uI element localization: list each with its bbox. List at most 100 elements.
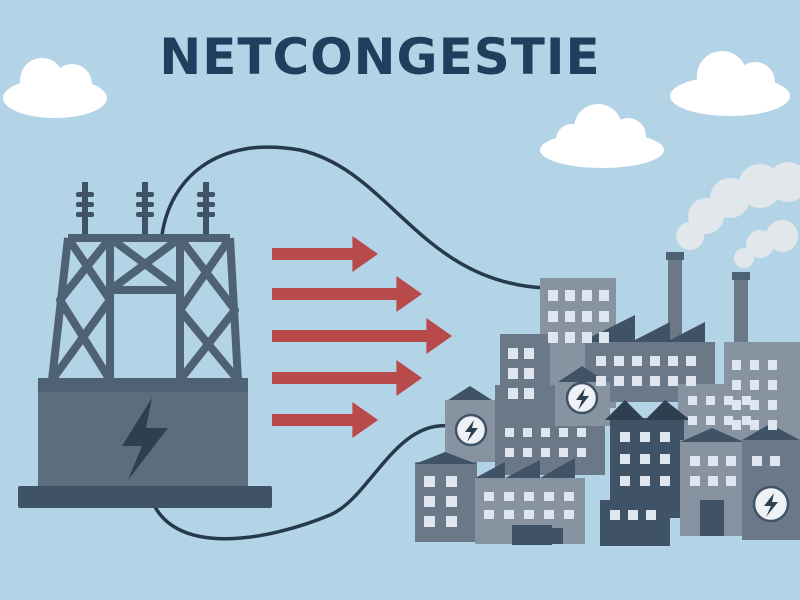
- window: [628, 510, 638, 520]
- window: [660, 476, 670, 486]
- window: [484, 510, 494, 519]
- window: [564, 510, 574, 519]
- window: [688, 416, 697, 425]
- window: [424, 516, 435, 527]
- window: [726, 456, 736, 466]
- transformer-base: [18, 486, 272, 508]
- window: [688, 396, 697, 405]
- cloud-left: [3, 58, 107, 118]
- window: [524, 388, 534, 399]
- window: [752, 456, 762, 466]
- window: [668, 356, 678, 366]
- window: [424, 476, 435, 487]
- window: [742, 416, 751, 425]
- window: [504, 510, 514, 519]
- window: [541, 428, 550, 437]
- window: [708, 476, 718, 486]
- window: [640, 454, 650, 464]
- window: [565, 332, 575, 343]
- window: [620, 454, 630, 464]
- window: [668, 376, 678, 386]
- window: [446, 516, 457, 527]
- window: [614, 356, 624, 366]
- cloud-mid-right: [540, 104, 664, 168]
- window: [424, 496, 435, 507]
- window: [599, 290, 609, 301]
- chimney-smoke: [676, 162, 800, 268]
- window: [524, 510, 534, 519]
- window: [724, 396, 733, 405]
- window: [484, 492, 494, 501]
- window: [523, 428, 532, 437]
- window: [577, 448, 586, 457]
- arrow-right-icon: [272, 360, 422, 396]
- window: [768, 380, 777, 390]
- window: [742, 396, 751, 405]
- window: [582, 332, 592, 343]
- window: [504, 492, 514, 501]
- window: [768, 360, 777, 370]
- window: [446, 496, 457, 507]
- window: [446, 476, 457, 487]
- cable-upper: [160, 145, 547, 290]
- window: [732, 360, 741, 370]
- building-windows: [424, 290, 780, 527]
- window: [660, 432, 670, 442]
- window: [706, 416, 715, 425]
- window: [582, 311, 592, 322]
- window: [732, 420, 741, 430]
- window: [541, 448, 550, 457]
- window: [768, 400, 777, 410]
- window: [732, 380, 741, 390]
- lightning-bolt-badge-icon: [752, 485, 790, 523]
- window: [706, 396, 715, 405]
- window: [508, 348, 518, 359]
- power-cables: [148, 145, 547, 541]
- window: [544, 510, 554, 519]
- insulators: [76, 182, 215, 237]
- window: [632, 376, 642, 386]
- window: [548, 332, 558, 343]
- window: [577, 428, 586, 437]
- window: [750, 420, 759, 430]
- window: [508, 368, 518, 379]
- arrow-right-icon: [272, 236, 378, 272]
- window: [596, 356, 606, 366]
- window: [559, 448, 568, 457]
- window: [565, 290, 575, 301]
- chimney-2: [734, 272, 748, 352]
- window: [708, 456, 718, 466]
- industrial-city: [415, 252, 800, 546]
- window: [548, 311, 558, 322]
- window: [690, 476, 700, 486]
- window: [724, 416, 733, 425]
- window: [686, 376, 696, 386]
- arrow-right-icon: [272, 276, 422, 312]
- window: [620, 476, 630, 486]
- cable-lower: [148, 424, 452, 541]
- chimney-1: [668, 252, 682, 342]
- window: [524, 492, 534, 501]
- window: [599, 332, 609, 343]
- arrow-right-icon: [272, 318, 452, 354]
- window: [505, 428, 514, 437]
- factory-roof: [585, 315, 705, 345]
- window: [750, 360, 759, 370]
- window: [523, 448, 532, 457]
- substation: [18, 182, 272, 508]
- window: [505, 448, 514, 457]
- window: [544, 492, 554, 501]
- window: [750, 400, 759, 410]
- lightning-bolt-icon: [122, 398, 168, 480]
- window: [660, 454, 670, 464]
- window: [686, 356, 696, 366]
- window: [610, 510, 620, 520]
- page-title: NETCONGESTIE: [159, 28, 601, 86]
- window: [559, 428, 568, 437]
- lightning-bolt-badge-icon: [565, 381, 599, 415]
- arrow-right-icon: [272, 402, 378, 438]
- window: [732, 400, 741, 410]
- window: [650, 356, 660, 366]
- window: [620, 432, 630, 442]
